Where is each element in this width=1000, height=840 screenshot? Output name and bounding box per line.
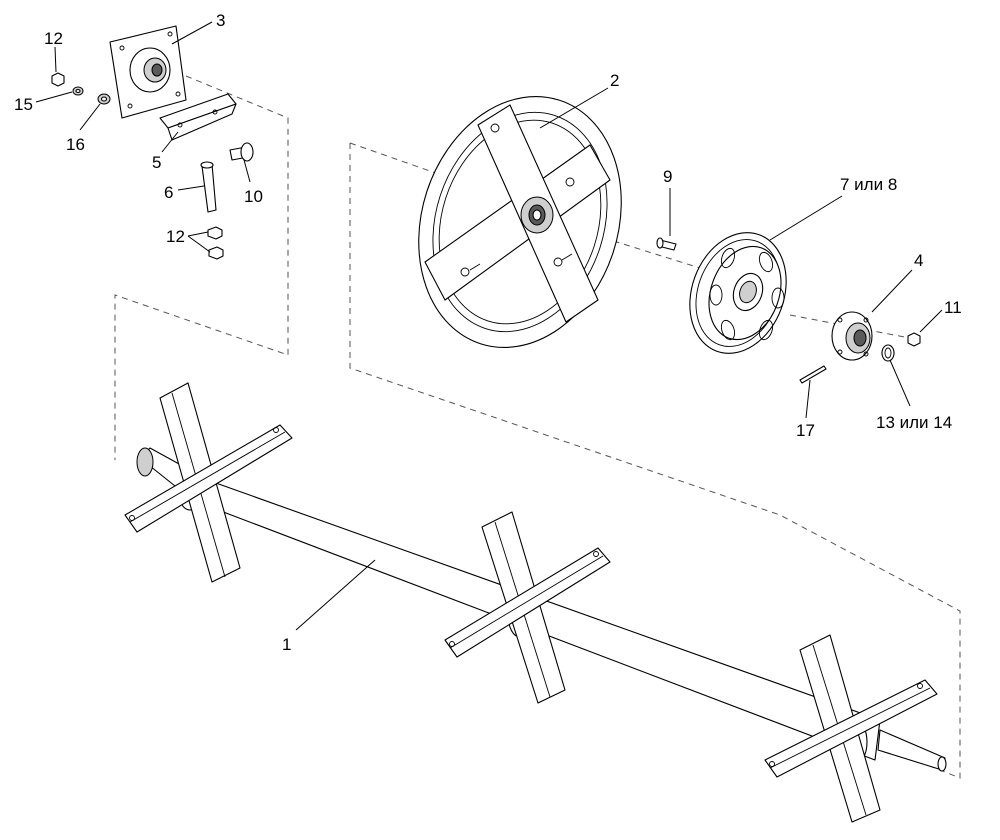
callout-4: 4 [914,251,923,270]
leader-lines [35,21,943,631]
reel-shaft-assembly [124,382,947,823]
hub-nut [907,332,921,347]
angle-bracket [159,93,237,141]
callout-15: 15 [14,95,33,114]
callout-9: 9 [663,167,672,186]
callout-10: 10 [244,187,263,206]
callout-3: 3 [216,11,225,30]
callout-6: 6 [164,183,173,202]
callout-7-or-8: 7 или 8 [840,175,897,194]
bearing-plate [109,25,187,119]
callout-labels: 12 15 16 3 5 6 10 12 2 9 7 или 8 4 11 13… [14,11,962,654]
long-bolt [200,161,217,213]
callout-2: 2 [610,71,619,90]
carriage-bolt [229,142,254,162]
callout-1: 1 [282,635,291,654]
nuts [51,72,224,260]
arm-cross-middle [444,511,611,704]
callout-12-top: 12 [44,29,63,48]
small-bolt [656,237,677,251]
reel-end-disc [418,96,622,348]
callout-17: 17 [796,421,815,440]
pulley-wheel [689,232,787,354]
cotter-pin [799,365,827,384]
callout-12-bottom: 12 [166,227,185,246]
callout-13-or-14: 13 или 14 [876,413,952,432]
washers [72,86,111,105]
callout-16: 16 [66,135,85,154]
retaining-ring [881,344,895,362]
callout-5: 5 [152,153,161,172]
callout-11: 11 [944,298,962,317]
arm-cross-right [764,634,938,823]
hub-flange [831,311,873,361]
arm-cross-left [124,382,293,583]
